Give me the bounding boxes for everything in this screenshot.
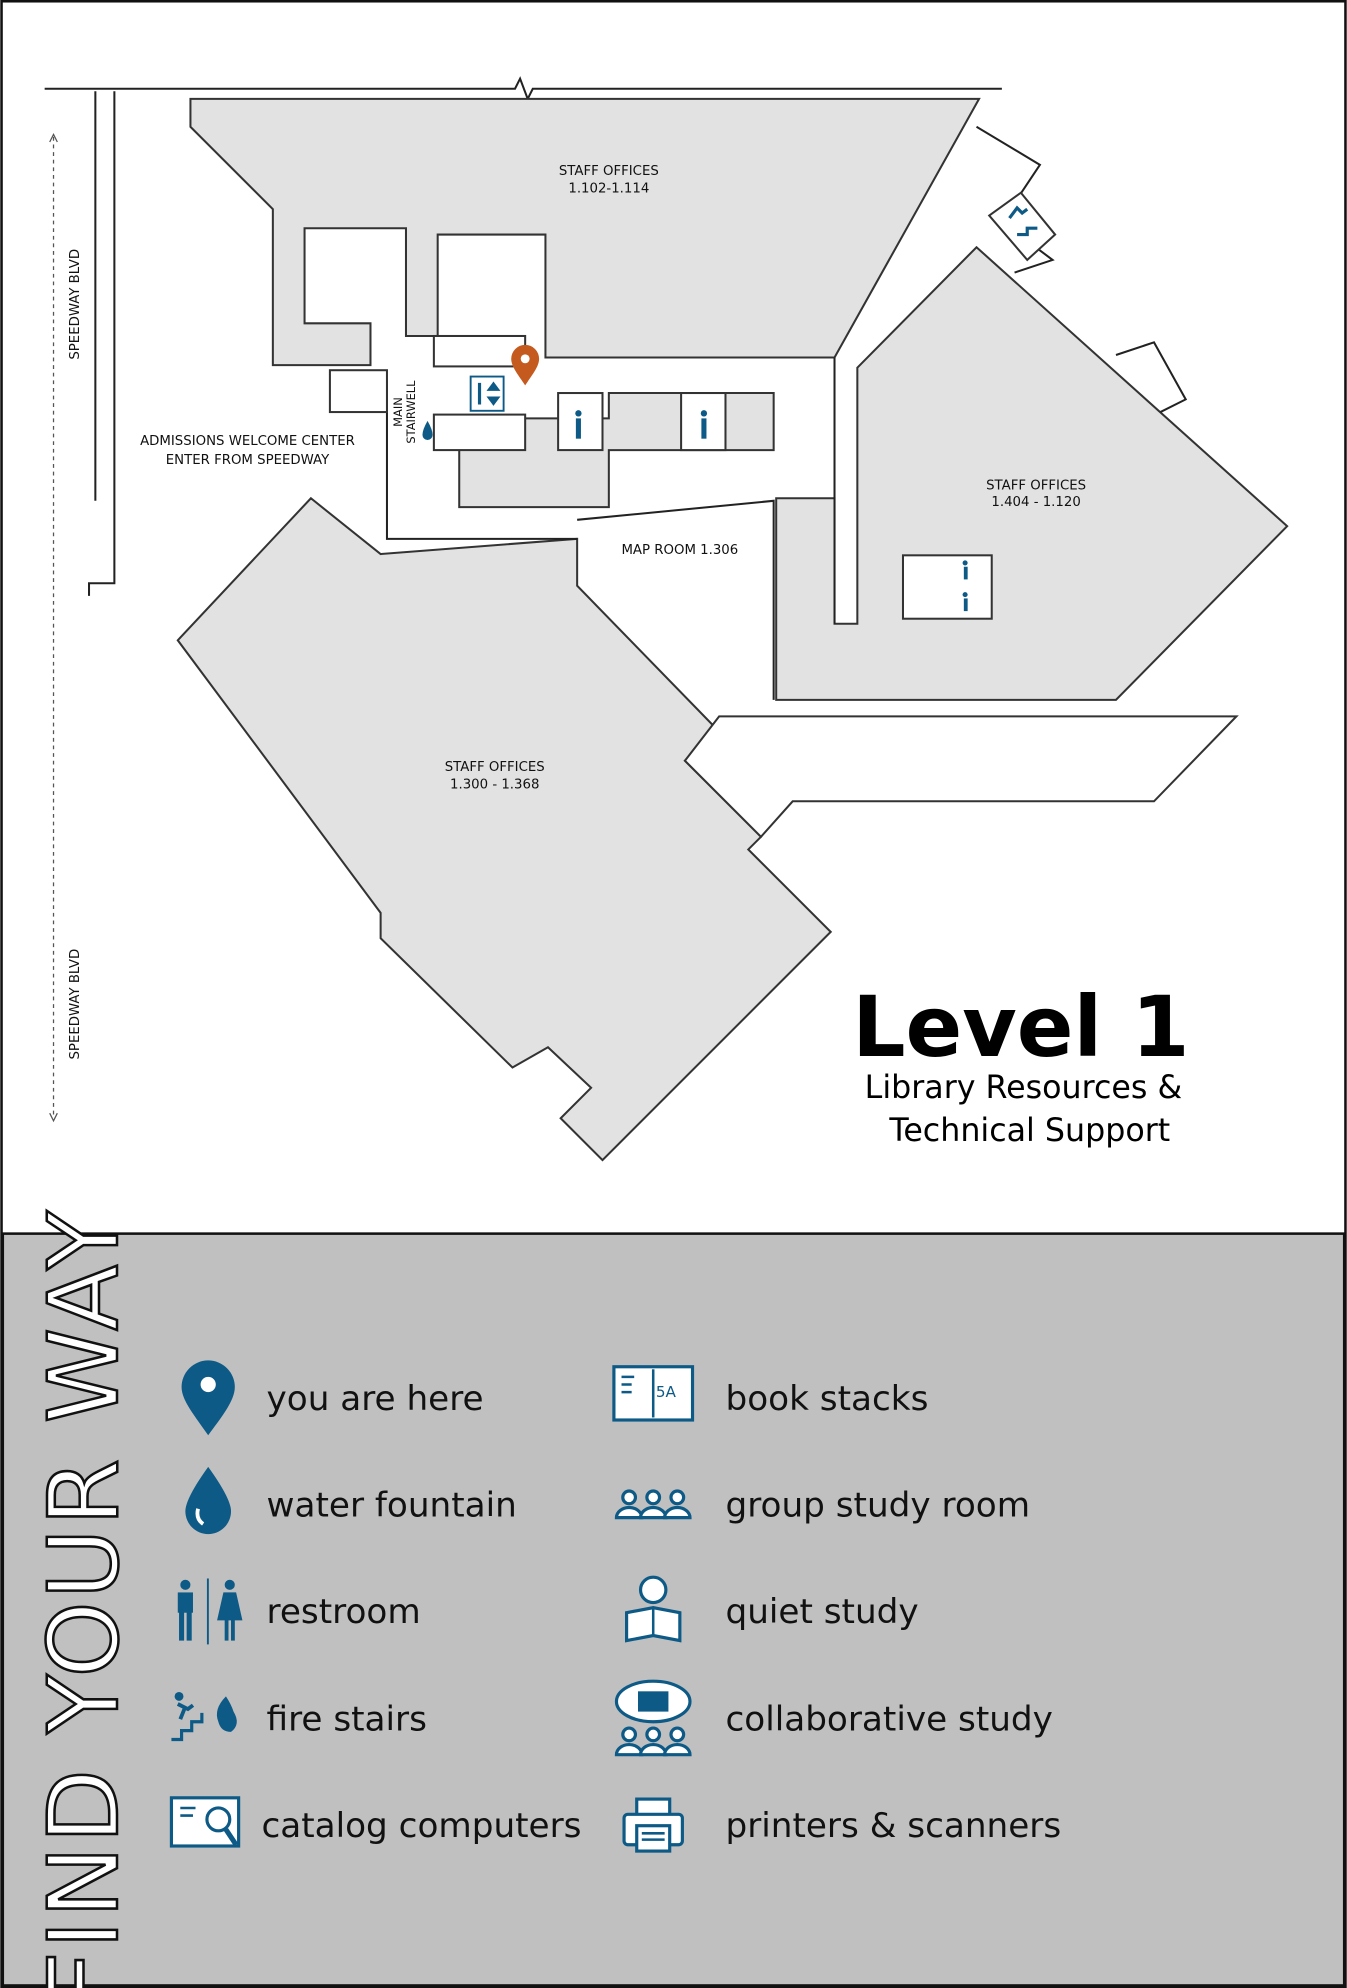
interior-walls bbox=[385, 125, 1188, 700]
north-boundary-wall bbox=[44, 76, 1002, 102]
restroom-stalls-south bbox=[432, 413, 527, 452]
level-subtitle-line1: Library Resources & bbox=[865, 1070, 1182, 1106]
restroom-icon bbox=[177, 1578, 243, 1645]
restroom-map-icons bbox=[575, 410, 968, 612]
main-stairwell-label: MAIN STAIRWELL bbox=[391, 380, 418, 444]
fire-stairs-map-icon bbox=[1008, 205, 1038, 237]
location-pin-icon bbox=[181, 1360, 235, 1436]
north-offices-label: STAFF OFFICES bbox=[559, 164, 659, 179]
you-are-here-marker bbox=[511, 344, 540, 386]
level-subtitle-line2: Technical Support bbox=[888, 1113, 1170, 1149]
floor-plan: STAFF OFFICES 1.102-1.114 STAFF OFFICES … bbox=[44, 76, 1289, 1162]
svg-text:MAIN: MAIN bbox=[391, 397, 405, 427]
legend-background bbox=[1, 1232, 1346, 1987]
legend-label-group-study-room: group study room bbox=[725, 1485, 1030, 1525]
fire-stairs-icon bbox=[171, 1691, 237, 1742]
legend-label-you-are-here: you are here bbox=[267, 1379, 484, 1419]
elevator-arrows bbox=[477, 381, 501, 406]
north-offices-numbers: 1.102-1.114 bbox=[568, 182, 649, 197]
street-label-bottom: SPEEDWAY BLVD bbox=[68, 949, 83, 1060]
legend-label-printers-scanners: printers & scanners bbox=[725, 1806, 1061, 1846]
south-offices-numbers: 1.300 - 1.368 bbox=[450, 778, 539, 793]
legend-label-water-fountain: water fountain bbox=[267, 1485, 517, 1525]
svg-text:5A: 5A bbox=[656, 1383, 677, 1401]
map-room-label: MAP ROOM 1.306 bbox=[621, 543, 738, 558]
legend-label-catalog-computers: catalog computers bbox=[261, 1806, 581, 1846]
water-fountain-map-icon bbox=[422, 420, 433, 440]
quiet-study-icon bbox=[625, 1575, 682, 1643]
southeast-annex bbox=[683, 715, 1239, 839]
legend-panel: FIND YOUR WAY you are here wat bbox=[1, 1207, 1346, 1988]
south-staff-offices-area bbox=[176, 496, 833, 1162]
east-offices-label: STAFF OFFICES bbox=[986, 478, 1086, 493]
east-offices-numbers: 1.404 - 1.120 bbox=[991, 495, 1080, 510]
catalog-computer-icon bbox=[169, 1796, 241, 1848]
street-label-top: SPEEDWAY BLVD bbox=[68, 249, 83, 360]
street-arrows bbox=[49, 132, 58, 1123]
north-staff-offices-area bbox=[189, 97, 981, 367]
legend-label-collaborative-study: collaborative study bbox=[725, 1700, 1052, 1740]
east-restrooms bbox=[901, 554, 993, 620]
legend-label-quiet-study: quiet study bbox=[725, 1592, 918, 1632]
collaborative-study-icon bbox=[614, 1679, 692, 1757]
admissions-label: ADMISSIONS WELCOME CENTER bbox=[140, 434, 355, 449]
fire-stairs-room bbox=[987, 191, 1057, 262]
printer-icon bbox=[622, 1797, 684, 1853]
elevator-restroom-icon bbox=[469, 375, 505, 412]
legend-heading: FIND YOUR WAY bbox=[28, 1208, 140, 1988]
restroom-stalls-north bbox=[432, 334, 527, 368]
water-drop-icon bbox=[185, 1466, 232, 1535]
south-offices-label: STAFF OFFICES bbox=[445, 760, 545, 775]
book-stacks-icon: 5A bbox=[612, 1365, 695, 1422]
legend-label-fire-stairs: fire stairs bbox=[267, 1700, 427, 1740]
level-title: Level 1 bbox=[852, 978, 1189, 1076]
svg-text:STAIRWELL: STAIRWELL bbox=[404, 380, 418, 444]
admissions-entry-label: ENTER FROM SPEEDWAY bbox=[166, 453, 330, 468]
west-wall bbox=[88, 91, 116, 596]
legend-label-book-stacks: book stacks bbox=[725, 1379, 928, 1419]
group-study-icon bbox=[614, 1489, 692, 1520]
legend-label-restroom: restroom bbox=[267, 1592, 421, 1632]
main-stairwell-steps bbox=[328, 369, 388, 414]
